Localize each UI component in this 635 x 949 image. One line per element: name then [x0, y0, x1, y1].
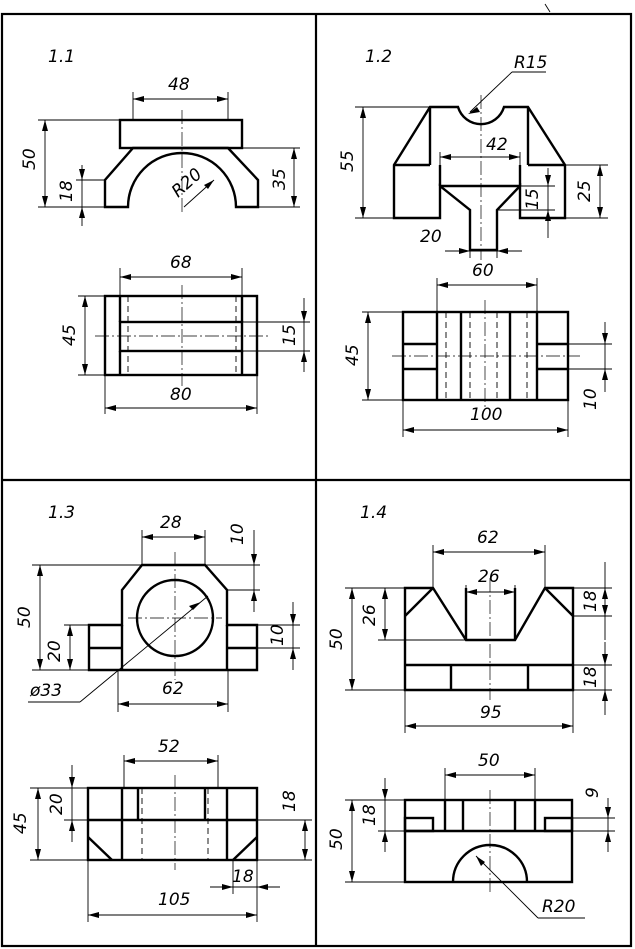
dim-bore: ø33	[29, 681, 62, 701]
front-view: 28 10 50 20 10	[15, 513, 300, 712]
dim-lug-width: 28	[160, 513, 182, 533]
dim-width: 95	[480, 703, 502, 723]
panel-1-4: 1.4 62 26	[327, 503, 615, 919]
dim-plan-slot: 15	[280, 324, 300, 346]
panel-label: 1.3	[48, 503, 75, 523]
panel-1-3: 1.3 28 10 50	[11, 503, 312, 922]
dim-slot-bottom: 20	[420, 227, 442, 247]
dim-plan-band: 18	[360, 804, 380, 826]
dim-top-width: 62	[477, 528, 499, 548]
dim-lug-offset: 10	[228, 523, 248, 545]
dim-height: 50	[20, 148, 40, 170]
plan-view: 52 20 45 18 18	[11, 737, 312, 922]
dim-top-step: 18	[581, 590, 601, 612]
panel-1-2: 1.2 R15 55 42	[338, 47, 612, 437]
corner-tick	[544, 3, 551, 13]
dim-plan-inner: 52	[158, 737, 180, 757]
dim-slot-top: 42	[486, 135, 508, 155]
dim-inner-height: 26	[360, 604, 380, 626]
dim-plan-slot: 10	[581, 388, 601, 410]
front-view: R15 55 42 25 15	[338, 53, 608, 260]
plan-view: 50 9 18 50 R20	[327, 751, 615, 919]
dim-plan-chamfer: 18	[232, 867, 254, 887]
dim-notch-radius: R15	[514, 53, 547, 73]
dim-top-width: 48	[168, 75, 190, 95]
dim-plan-step: 9	[583, 787, 603, 798]
panel-label: 1.4	[360, 503, 387, 523]
dim-base-inner: 62	[162, 679, 184, 699]
dim-plan-width: 100	[470, 405, 502, 425]
panel-label: 1.1	[48, 47, 75, 67]
dim-plan-inner: 68	[170, 253, 192, 273]
dim-plan-depth: 45	[11, 812, 31, 834]
front-view: 48 50 18 R20 35	[20, 75, 300, 226]
dim-plan-right: 18	[280, 790, 300, 812]
dim-arc-radius: R20	[168, 164, 206, 201]
dim-arc-radius: R20	[542, 897, 575, 917]
dim-plan-depth: 45	[60, 324, 80, 346]
front-view: 62 26 50 26 18	[327, 528, 612, 733]
dim-flange: 10	[268, 624, 288, 646]
plan-view: 68 45 15 80	[60, 253, 310, 414]
dim-plan-depth: 50	[327, 828, 347, 850]
dim-plan-band: 20	[47, 793, 67, 815]
dim-right-height: 35	[270, 168, 290, 190]
dim-plan-inner: 50	[478, 751, 500, 771]
panel-1-1: 1.1 48 50 18 R20	[20, 47, 310, 414]
dim-base-height: 20	[45, 640, 65, 662]
dim-height: 50	[327, 628, 347, 650]
dim-plan-width: 80	[170, 385, 192, 405]
dim-plan-width: 105	[158, 890, 190, 910]
dim-height: 55	[338, 150, 358, 172]
plan-view: 60 45 100 10	[343, 261, 612, 437]
dim-slot-width: 26	[478, 567, 500, 587]
dim-base-step: 18	[581, 666, 601, 688]
dim-plan-depth: 45	[343, 344, 363, 366]
dim-plan-inner: 60	[472, 261, 494, 281]
panel-label: 1.2	[365, 47, 392, 67]
dim-slot-depth: 15	[523, 188, 543, 210]
dim-right-height: 25	[575, 180, 595, 202]
dim-height: 50	[15, 606, 35, 628]
dim-base-height: 18	[57, 180, 77, 202]
